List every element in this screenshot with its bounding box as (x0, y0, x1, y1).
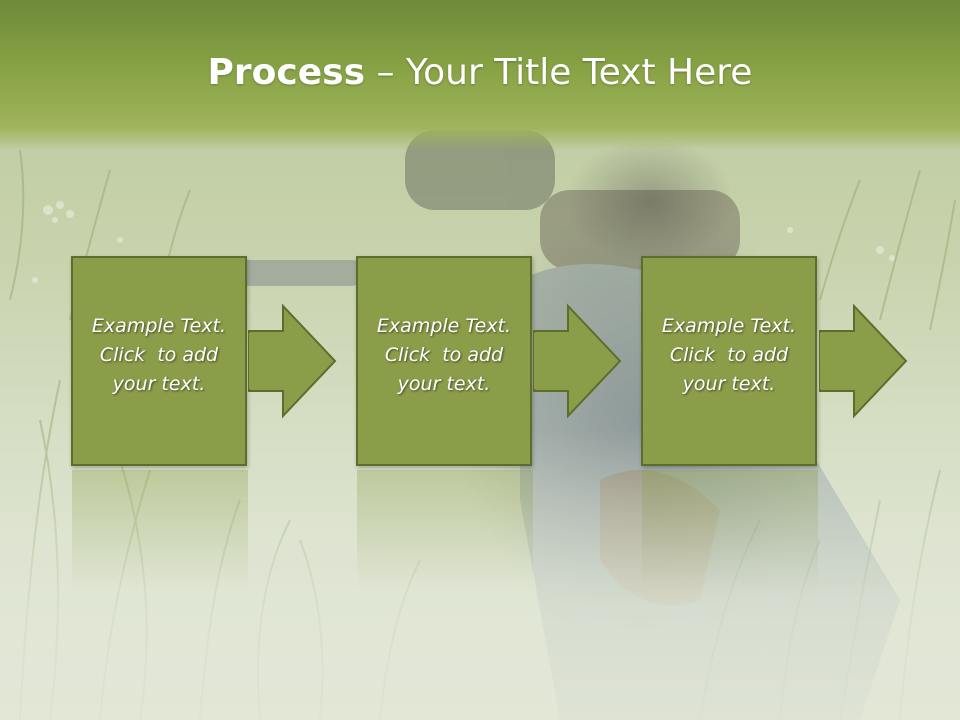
step-3-reflection (642, 470, 818, 590)
slide-title[interactable]: Process – Your Title Text Here (0, 52, 960, 93)
title-rest-text: – Your Title Text Here (365, 52, 753, 93)
step-1-arrow-icon (248, 303, 337, 419)
step-3-line-2: Click to add (669, 344, 789, 366)
step-1-line-1: Example Text. (91, 315, 227, 337)
step-1-reflection (72, 470, 248, 590)
step-2-reflection (357, 470, 533, 590)
step-3-arrow-icon (819, 303, 908, 419)
title-bar (0, 0, 960, 150)
step-2-line-1: Example Text. (376, 315, 512, 337)
step-3-text[interactable]: Example Text. Click to add your text. (643, 312, 815, 399)
step-3-line-3: your text. (682, 373, 776, 395)
step-3-box[interactable]: Example Text. Click to add your text. (641, 256, 817, 466)
step-1-box[interactable]: Example Text. Click to add your text. (71, 256, 247, 466)
step-1-text[interactable]: Example Text. Click to add your text. (73, 312, 245, 399)
background-fade (0, 430, 960, 720)
step-2-line-3: your text. (397, 373, 491, 395)
step-1-line-3: your text. (112, 373, 206, 395)
step-1-line-2: Click to add (99, 344, 219, 366)
step-2-box[interactable]: Example Text. Click to add your text. (356, 256, 532, 466)
title-bold-text: Process (207, 52, 366, 93)
step-2-arrow-icon (533, 303, 622, 419)
step-3-line-1: Example Text. (661, 315, 797, 337)
step-2-line-2: Click to add (384, 344, 504, 366)
step-2-text[interactable]: Example Text. Click to add your text. (358, 312, 530, 399)
